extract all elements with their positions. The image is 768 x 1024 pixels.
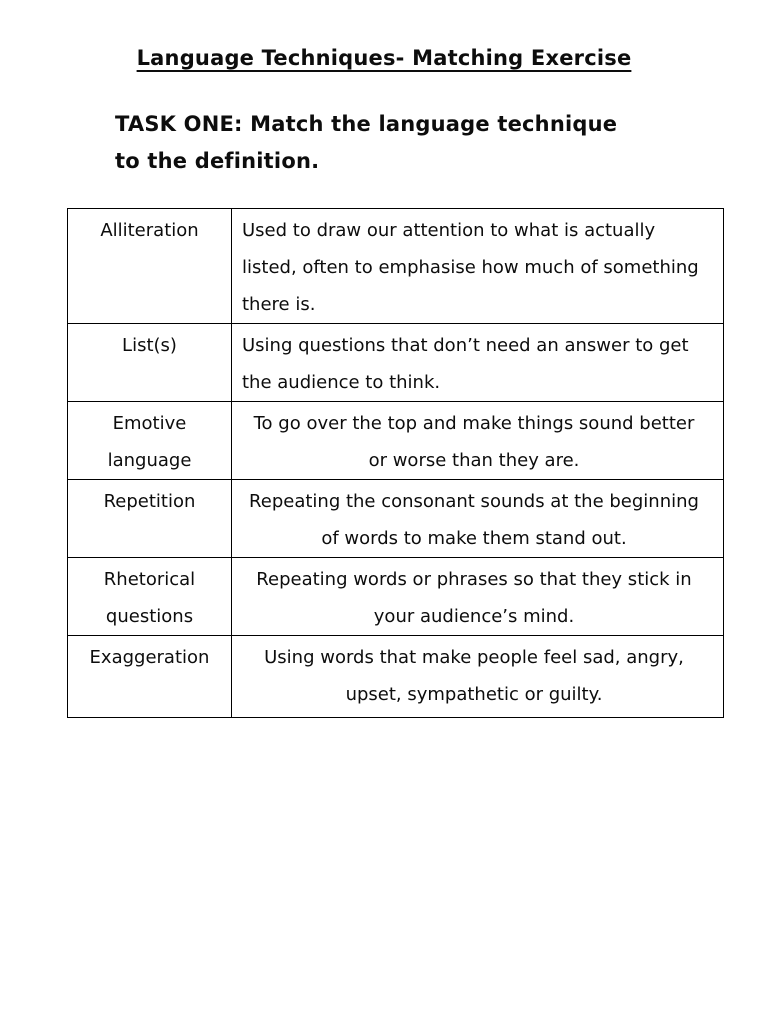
table-row: Rhetorical questions Repeating words or … xyxy=(67,557,724,636)
task-heading: TASK ONE: Match the language technique t… xyxy=(115,112,618,173)
technique-cell: Emotive language xyxy=(67,401,232,480)
definition-cell: Repeating the consonant sounds at the be… xyxy=(231,479,724,558)
matching-table: Alliteration Used to draw our attention … xyxy=(67,208,724,718)
definition-cell: Using words that make people feel sad, a… xyxy=(231,635,724,718)
table-row: Emotive language To go over the top and … xyxy=(67,401,724,480)
page-title: Language Techniques- Matching Exercise xyxy=(136,46,632,70)
definition-cell: Repeating words or phrases so that they … xyxy=(231,557,724,636)
table-row: Repetition Repeating the consonant sound… xyxy=(67,479,724,558)
table-row: Exaggeration Using words that make peopl… xyxy=(67,635,724,718)
technique-cell: Exaggeration xyxy=(67,635,232,718)
definition-cell: Using questions that don’t need an answe… xyxy=(231,323,724,402)
definition-cell: Used to draw our attention to what is ac… xyxy=(231,208,724,324)
technique-cell: Rhetorical questions xyxy=(67,557,232,636)
table-row: Alliteration Used to draw our attention … xyxy=(67,208,724,324)
technique-cell: Repetition xyxy=(67,479,232,558)
technique-cell: List(s) xyxy=(67,323,232,402)
definition-cell: To go over the top and make things sound… xyxy=(231,401,724,480)
table-row: List(s) Using questions that don’t need … xyxy=(67,323,724,402)
technique-cell: Alliteration xyxy=(67,208,232,324)
